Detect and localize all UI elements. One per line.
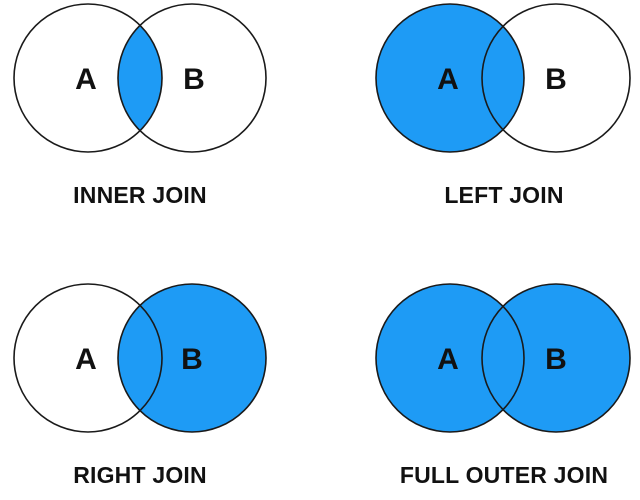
circle-a-fill (376, 4, 524, 152)
venn-diagram-inner-join: A B (13, 3, 267, 153)
circle-b-fill (482, 284, 630, 432)
venn-panel-left-join: A B LEFT JOIN (364, 0, 640, 220)
circle-b-outline (117, 283, 267, 433)
venn-diagram-full-outer-join: A B (375, 283, 631, 433)
circle-a-outline (13, 283, 163, 433)
venn-panel-right-join: A B RIGHT JOIN (2, 280, 282, 500)
venn-diagram-left-join: A B (375, 3, 631, 153)
panel-title: LEFT JOIN (444, 182, 564, 208)
label-a: A (437, 63, 459, 96)
label-a: A (75, 343, 97, 376)
circle-b-fill (482, 4, 630, 152)
panel-title: INNER JOIN (73, 182, 207, 208)
circle-b-fill (118, 4, 266, 152)
panel-title: RIGHT JOIN (73, 462, 207, 488)
circle-a-outline (375, 3, 525, 153)
venn-diagram-right-join: A B (13, 283, 267, 433)
label-b: B (181, 343, 203, 376)
circle-b-outline (481, 283, 631, 433)
circle-a-fill (376, 284, 524, 432)
circle-b-fill (118, 284, 266, 432)
circle-b-outline (117, 3, 267, 153)
venn-panel-inner-join: A B INNER JOIN (2, 0, 282, 220)
label-a: A (437, 343, 459, 376)
circle-a-fill (14, 284, 162, 432)
circle-a-outline (375, 283, 525, 433)
circle-a-outline (13, 3, 163, 153)
panel-title: FULL OUTER JOIN (399, 462, 609, 488)
venn-panel-full-outer-join: A B FULL OUTER JOIN (364, 280, 640, 500)
circle-b-outline (481, 3, 631, 153)
label-b: B (183, 63, 205, 96)
circle-a-fill (14, 4, 162, 152)
label-b: B (545, 343, 567, 376)
label-b: B (545, 63, 567, 96)
label-a: A (75, 63, 97, 96)
